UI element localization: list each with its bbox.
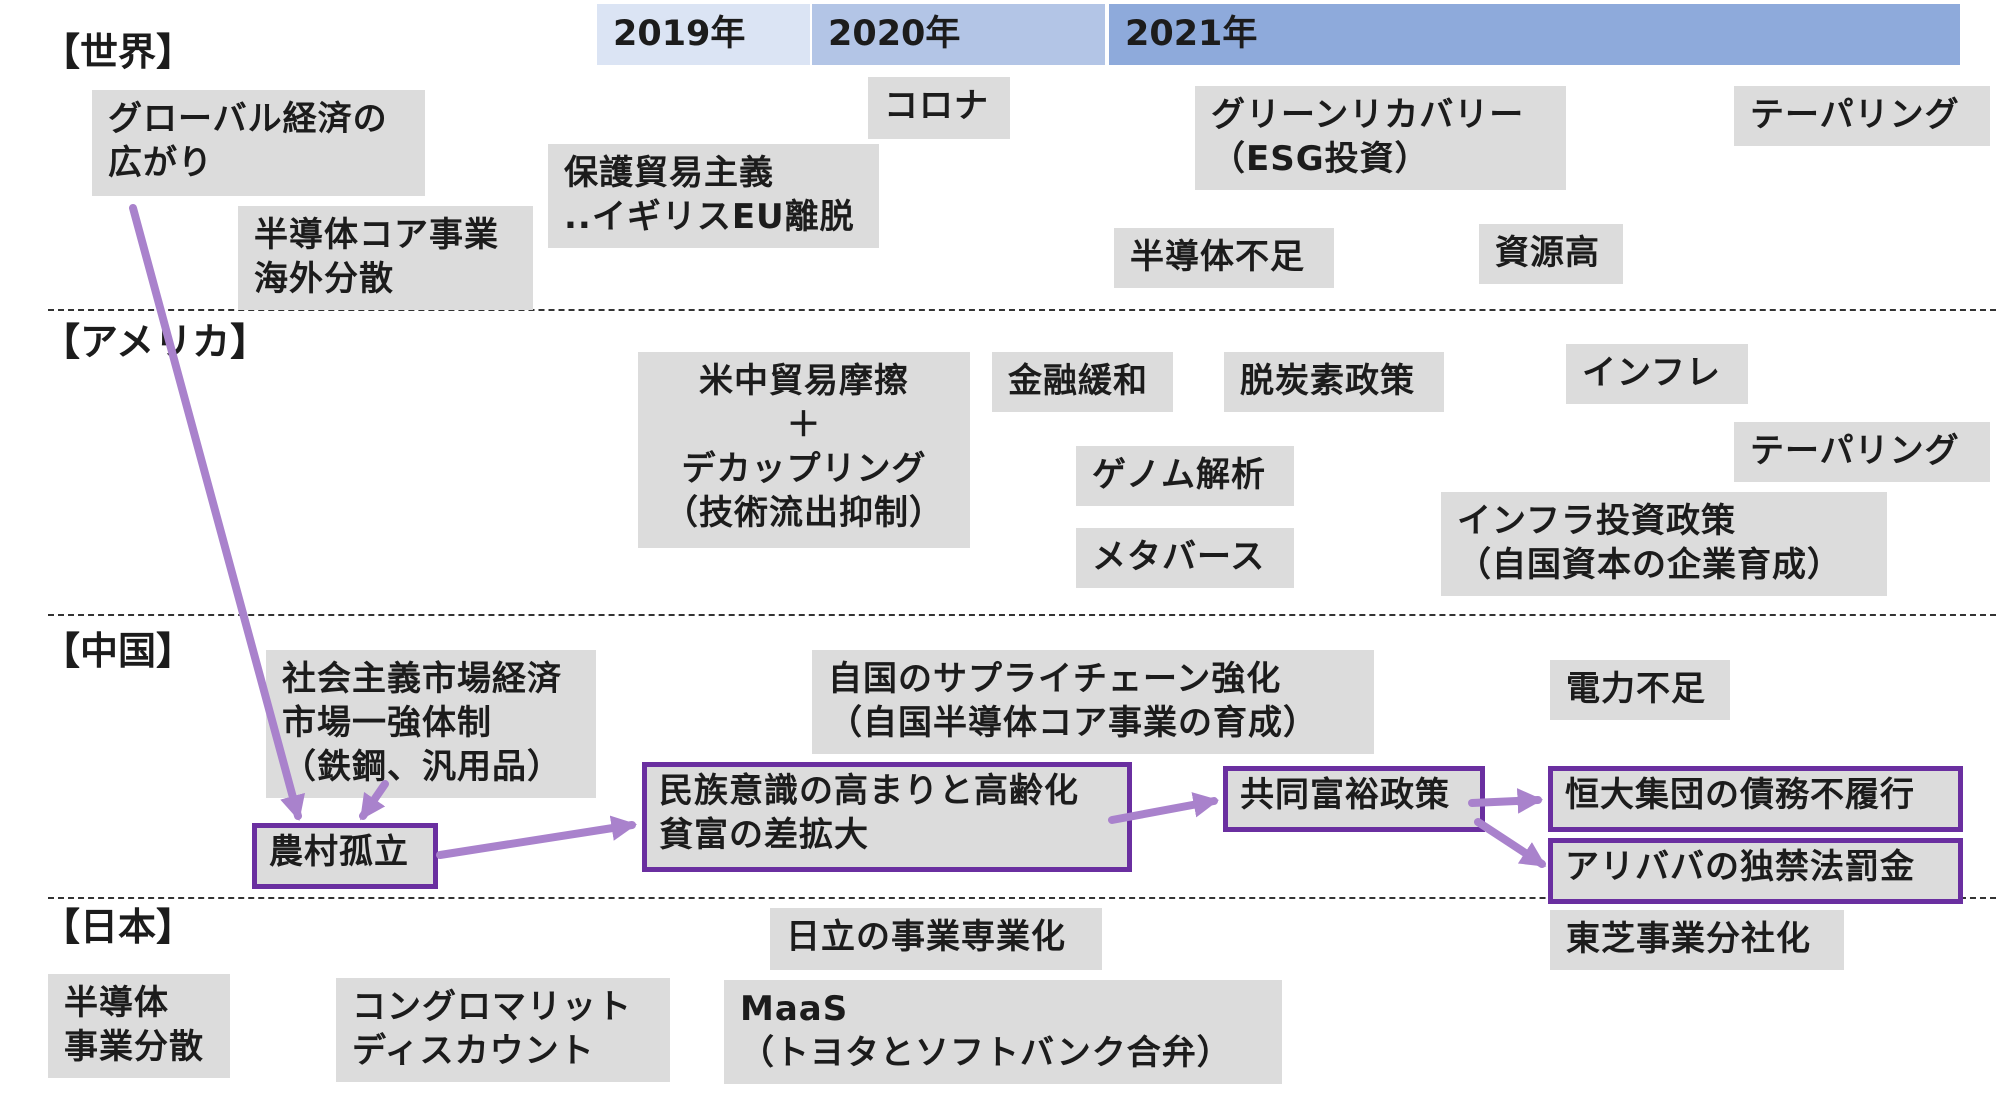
year-2019: 2019年 bbox=[597, 4, 810, 65]
box-global-economy: グローバル経済の 広がり bbox=[92, 90, 425, 196]
box-power-shortage: 電力不足 bbox=[1550, 660, 1730, 720]
box-common-prosperity: 共同富裕政策 bbox=[1223, 766, 1485, 832]
year-2021: 2021年 bbox=[1109, 4, 1960, 65]
box-decarbonization: 脱炭素政策 bbox=[1224, 352, 1444, 412]
box-corona: コロナ bbox=[868, 77, 1010, 139]
box-resource-high: 資源高 bbox=[1479, 224, 1623, 284]
box-trade-friction: 米中貿易摩擦 ＋ デカップリング （技術流出抑制） bbox=[638, 352, 970, 548]
box-inflation: インフレ bbox=[1566, 344, 1748, 404]
box-protectionism: 保護貿易主義 ..イギリスEU離脱 bbox=[548, 144, 879, 248]
box-monetary-easing: 金融緩和 bbox=[992, 352, 1173, 412]
box-tapering-world: テーパリング bbox=[1734, 86, 1990, 146]
box-infra-policy: インフラ投資政策 （自国資本の企業育成） bbox=[1441, 492, 1887, 596]
section-japan: 【日本】 bbox=[42, 905, 195, 949]
box-chip-shortage: 半導体不足 bbox=[1114, 228, 1334, 288]
section-world: 【世界】 bbox=[42, 30, 195, 74]
section-china: 【中国】 bbox=[42, 629, 195, 673]
divider-china-japan bbox=[48, 897, 1996, 899]
box-supply-chain: 自国のサプライチェーン強化 （自国半導体コア事業の育成） bbox=[812, 650, 1374, 754]
section-america: 【アメリカ】 bbox=[42, 320, 269, 364]
box-conglomerate-discount: コングロマリット ディスカウント bbox=[336, 978, 670, 1082]
box-semicon-core-overseas: 半導体コア事業 海外分散 bbox=[238, 206, 533, 310]
box-toshiba: 東芝事業分社化 bbox=[1550, 910, 1844, 970]
divider-world-america bbox=[48, 309, 1996, 311]
box-socialist-market: 社会主義市場経済 市場一強体制 （鉄鋼、汎用品） bbox=[266, 650, 596, 798]
box-rural-isolation: 農村孤立 bbox=[252, 823, 438, 889]
box-alibaba-fine: アリババの独禁法罰金 bbox=[1548, 838, 1963, 904]
box-semicon-dispersal: 半導体 事業分散 bbox=[48, 974, 230, 1078]
box-genome: ゲノム解析 bbox=[1076, 446, 1294, 506]
box-maas: MaaS （トヨタとソフトバンク合弁） bbox=[724, 980, 1282, 1084]
arrow-common-to-alibaba bbox=[1474, 818, 1547, 868]
box-green-recovery: グリーンリカバリー （ESG投資） bbox=[1195, 86, 1566, 190]
year-2020: 2020年 bbox=[812, 4, 1105, 65]
divider-america-china bbox=[48, 614, 1996, 616]
box-metaverse: メタバース bbox=[1076, 528, 1294, 588]
box-tapering-america: テーパリング bbox=[1734, 422, 1990, 482]
box-evergrande-default: 恒大集団の債務不履行 bbox=[1548, 766, 1963, 832]
box-hitachi: 日立の事業専業化 bbox=[770, 908, 1102, 970]
arrow-rural-to-nationalism bbox=[436, 815, 638, 859]
box-nationalism-inequality: 民族意識の高まりと高齢化 貧富の差拡大 bbox=[642, 762, 1132, 872]
